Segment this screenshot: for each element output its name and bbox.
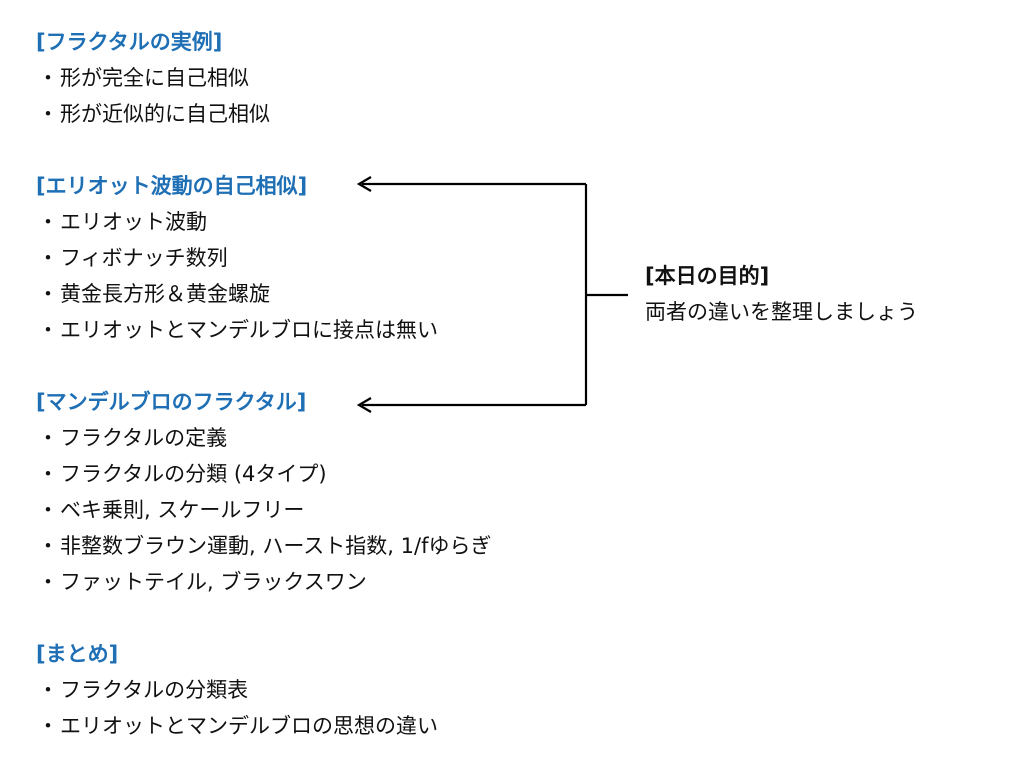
bullet: ・ <box>37 66 59 90</box>
purpose-box: [本日の目的] 両者の違いを整理しましょう <box>645 258 918 330</box>
list-item: ・フィボナッチ数列 <box>36 240 438 276</box>
arrow-head-bottom-icon <box>356 397 372 413</box>
arrow-head-top-icon <box>356 176 372 192</box>
list-item: ・フラクタルの分類 (4タイプ) <box>36 456 491 492</box>
list-item: ・形が完全に自己相似 <box>36 60 270 96</box>
list-item: ・ファットテイル, ブラックスワン <box>36 564 491 600</box>
list-item: ・形が近似的に自己相似 <box>36 96 271 132</box>
list-item-text: 形が完全に自己相似 <box>60 66 249 90</box>
list-item: ・フラクタルの定義 <box>36 420 491 456</box>
list-item-text: エリオット波動 <box>60 210 207 234</box>
bullet: ・ <box>37 462 59 486</box>
section-elliott-self-similarity: [エリオット波動の自己相似] ・エリオット波動 ・フィボナッチ数列 ・黄金長方形… <box>36 168 438 348</box>
section-heading: [まとめ] <box>36 642 119 666</box>
bullet: ・ <box>37 678 59 702</box>
list-item-text: 非整数ブラウン運動, ハースト指数, 1/fゆらぎ <box>60 534 492 558</box>
bullet: ・ <box>37 210 59 234</box>
list-item-text: フラクタルの分類表 <box>60 678 249 702</box>
bullet: ・ <box>37 318 59 342</box>
bullet: ・ <box>37 282 59 306</box>
section-heading: [フラクタルの実例] <box>36 30 223 54</box>
bullet: ・ <box>37 570 59 594</box>
section-heading: [マンデルブロのフラクタル] <box>36 390 307 414</box>
list-item-text: ファットテイル, ブラックスワン <box>60 570 367 594</box>
list-item: ・フラクタルの分類表 <box>36 672 438 708</box>
list-item: ・非整数ブラウン運動, ハースト指数, 1/fゆらぎ <box>36 528 492 564</box>
bullet: ・ <box>37 498 59 522</box>
list-item-text: フラクタルの定義 <box>60 426 228 450</box>
list-item-text: エリオットとマンデルブロに接点は無い <box>60 318 438 342</box>
bullet: ・ <box>37 426 59 450</box>
list-item-text: ベキ乗則, スケールフリー <box>60 498 305 522</box>
list-item: ・エリオットとマンデルブロに接点は無い <box>36 312 439 348</box>
list-item-text: フィボナッチ数列 <box>60 246 228 270</box>
purpose-title: [本日の目的] <box>645 264 770 288</box>
bullet: ・ <box>37 246 59 270</box>
list-item-text: 形が近似的に自己相似 <box>60 102 270 126</box>
list-item-text: 黄金長方形＆黄金螺旋 <box>60 282 270 306</box>
section-heading: [エリオット波動の自己相似] <box>36 174 308 198</box>
list-item: ・ベキ乗則, スケールフリー <box>36 492 491 528</box>
section-summary: [まとめ] ・フラクタルの分類表 ・エリオットとマンデルブロの思想の違い <box>36 636 438 744</box>
section-mandelbrot-fractal: [マンデルブロのフラクタル] ・フラクタルの定義 ・フラクタルの分類 (4タイプ… <box>36 384 491 600</box>
bullet: ・ <box>37 534 59 558</box>
list-item-text: フラクタルの分類 (4タイプ) <box>60 462 327 486</box>
section-fractal-examples: [フラクタルの実例] ・形が完全に自己相似 ・形が近似的に自己相似 <box>36 24 270 132</box>
list-item: ・エリオットとマンデルブロの思想の違い <box>36 708 439 744</box>
purpose-text: 両者の違いを整理しましょう <box>645 300 918 324</box>
list-item-text: エリオットとマンデルブロの思想の違い <box>60 714 438 738</box>
bullet: ・ <box>37 714 59 738</box>
list-item: ・黄金長方形＆黄金螺旋 <box>36 276 438 312</box>
list-item: ・エリオット波動 <box>36 204 438 240</box>
bullet: ・ <box>37 102 59 126</box>
